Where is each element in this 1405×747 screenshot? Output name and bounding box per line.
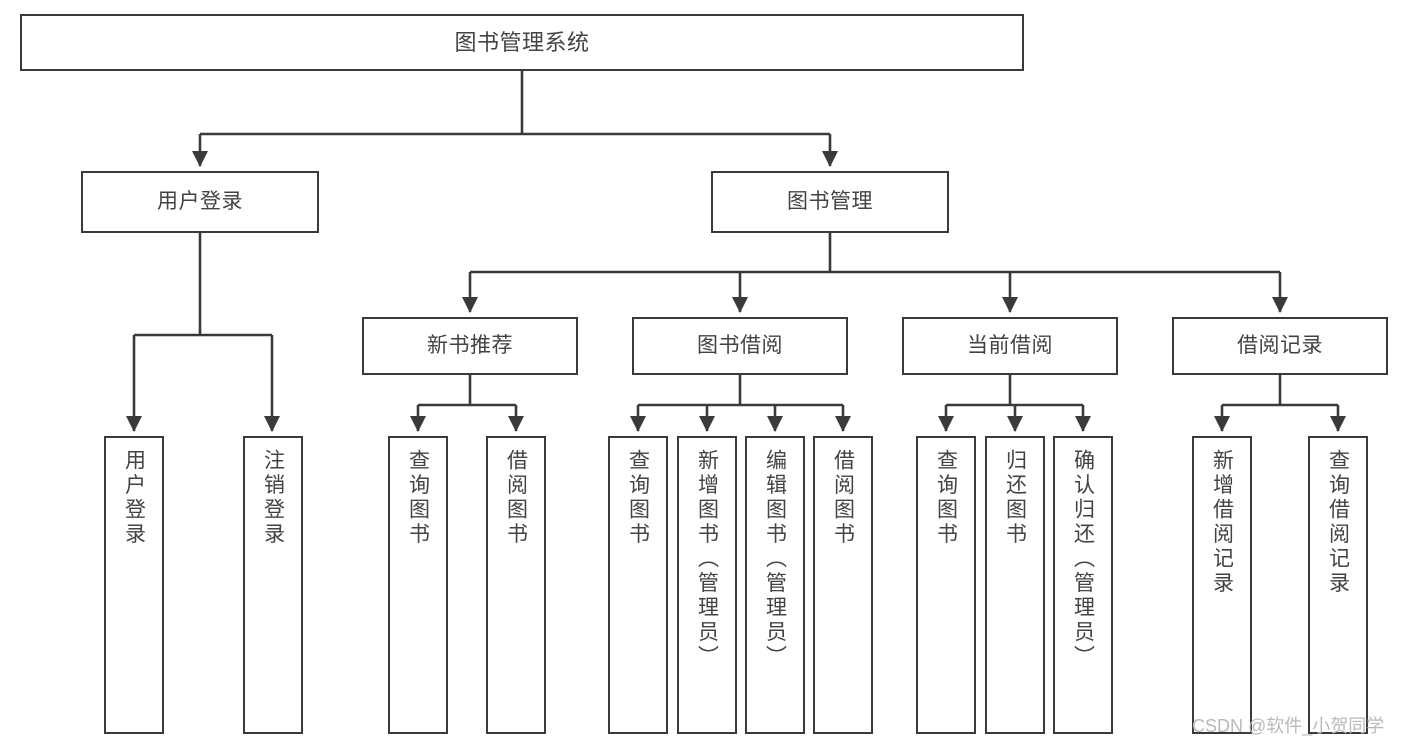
- node-leaf-add-book[interactable]: 新增图书（管理员）: [677, 436, 737, 734]
- node-user-login[interactable]: 用户登录: [81, 171, 319, 233]
- node-new-book-recommend[interactable]: 新书推荐: [362, 317, 578, 375]
- node-book-borrow[interactable]: 图书借阅: [632, 317, 848, 375]
- node-leaf-add-record[interactable]: 新增借阅记录: [1192, 436, 1252, 734]
- node-leaf-query-book-3-label: 查询图书: [934, 449, 958, 547]
- node-leaf-confirm-return-label: 确认归还（管理员）: [1071, 449, 1095, 670]
- node-leaf-logout[interactable]: 注销登录: [243, 436, 303, 734]
- node-leaf-query-book-2[interactable]: 查询图书: [608, 436, 668, 734]
- node-user-login-label: 用户登录: [157, 189, 243, 213]
- node-leaf-user-login-label: 用户登录: [122, 449, 146, 547]
- node-leaf-borrow-book-2[interactable]: 借阅图书: [813, 436, 873, 734]
- node-current-borrow-label: 当前借阅: [967, 333, 1053, 357]
- node-leaf-query-book-1-label: 查询图书: [406, 449, 430, 547]
- node-leaf-logout-label: 注销登录: [261, 449, 285, 547]
- node-current-borrow[interactable]: 当前借阅: [902, 317, 1118, 375]
- node-leaf-query-book-1[interactable]: 查询图书: [388, 436, 448, 734]
- node-leaf-return-book-label: 归还图书: [1003, 449, 1027, 547]
- node-book-manage[interactable]: 图书管理: [711, 171, 949, 233]
- node-borrow-record-label: 借阅记录: [1237, 333, 1323, 357]
- node-leaf-return-book[interactable]: 归还图书: [985, 436, 1045, 734]
- node-leaf-query-record[interactable]: 查询借阅记录: [1308, 436, 1368, 734]
- watermark-text: CSDN @软件_小贺同学: [1192, 716, 1385, 736]
- node-borrow-record[interactable]: 借阅记录: [1172, 317, 1388, 375]
- node-leaf-user-login[interactable]: 用户登录: [104, 436, 164, 734]
- node-book-manage-label: 图书管理: [787, 189, 873, 213]
- node-leaf-query-record-label: 查询借阅记录: [1326, 449, 1350, 596]
- node-root-label: 图书管理系统: [454, 29, 590, 55]
- node-leaf-borrow-book-1[interactable]: 借阅图书: [486, 436, 546, 734]
- node-leaf-borrow-book-2-label: 借阅图书: [831, 449, 855, 547]
- node-leaf-add-record-label: 新增借阅记录: [1210, 449, 1234, 596]
- node-leaf-borrow-book-1-label: 借阅图书: [504, 449, 528, 547]
- node-book-borrow-label: 图书借阅: [697, 333, 783, 357]
- node-leaf-edit-book[interactable]: 编辑图书（管理员）: [745, 436, 805, 734]
- node-leaf-edit-book-label: 编辑图书（管理员）: [763, 449, 787, 670]
- node-leaf-query-book-3[interactable]: 查询图书: [916, 436, 976, 734]
- node-leaf-add-book-label: 新增图书（管理员）: [695, 449, 719, 670]
- node-root[interactable]: 图书管理系统: [20, 14, 1024, 71]
- node-new-book-recommend-label: 新书推荐: [427, 333, 513, 357]
- node-leaf-query-book-2-label: 查询图书: [626, 449, 650, 547]
- node-leaf-confirm-return[interactable]: 确认归还（管理员）: [1053, 436, 1113, 734]
